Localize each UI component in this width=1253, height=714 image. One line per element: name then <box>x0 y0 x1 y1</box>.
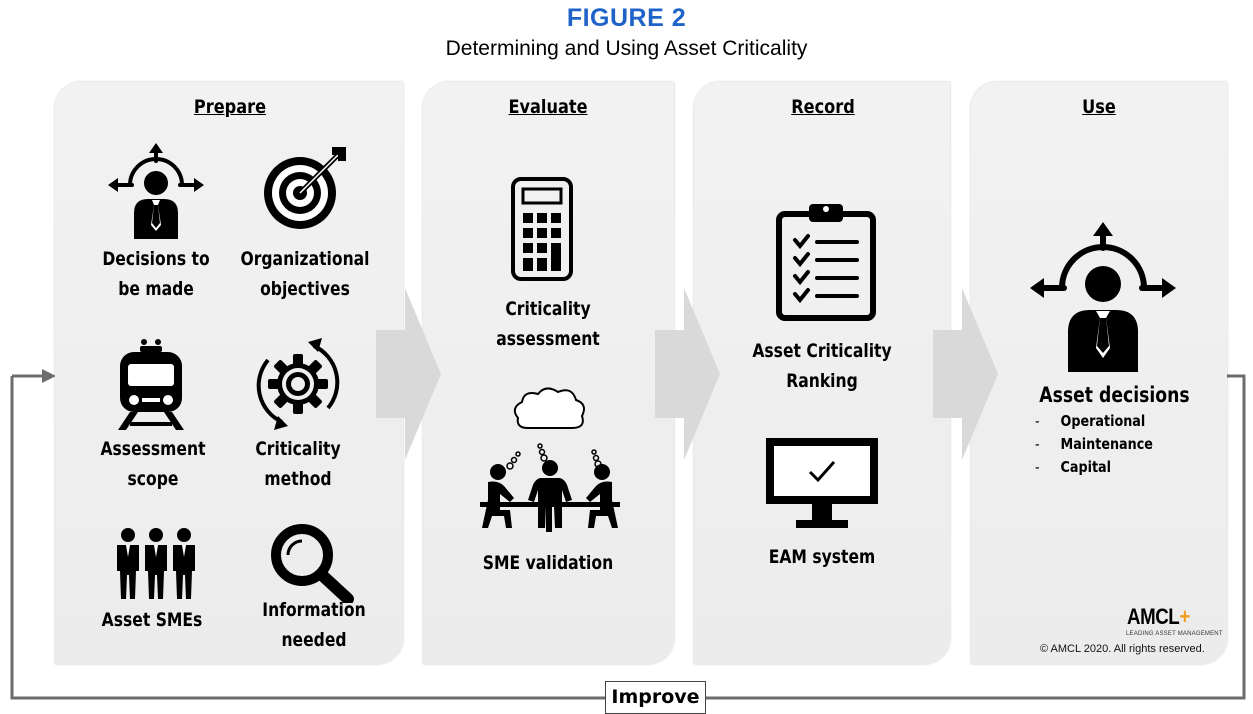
logo-plus-icon: + <box>1179 604 1190 629</box>
prepare-heading: Prepare <box>193 96 267 118</box>
group-people-icon <box>117 528 195 599</box>
figure-title: FIGURE 2 <box>566 4 687 32</box>
prepare-panel <box>55 82 403 664</box>
use-list-item-capital: -Capital <box>1035 458 1112 476</box>
figure-subtitle: Determining and Using Asset Criticality <box>445 37 808 60</box>
train-icon <box>118 339 184 430</box>
monitor-check-icon <box>766 438 878 528</box>
calculator-icon <box>511 177 573 281</box>
use-person-decision-arrows-icon <box>1030 222 1176 372</box>
copyright-text: © AMCL 2020. All rights reserved. <box>1040 643 1205 655</box>
logo-tagline: LEADING ASSET MANAGEMENT <box>1126 631 1223 637</box>
flow-arrow-1 <box>376 288 441 460</box>
evaluate-heading: Evaluate <box>508 96 588 118</box>
use-decision-list: -Operational -Maintenance -Capital <box>1035 410 1153 479</box>
magnifier-icon <box>271 524 354 603</box>
evaluate-item-sme-label: SME validation <box>482 552 614 574</box>
use-asset-decisions-title: Asset decisions <box>1039 383 1190 407</box>
gear-cycle-icon <box>256 338 340 430</box>
record-item-eam-label: EAM system <box>768 546 876 568</box>
clipboard-checklist-icon <box>776 204 876 321</box>
flow-arrow-3 <box>933 288 998 460</box>
use-panel <box>971 82 1227 664</box>
prepare-item-smes-label: Asset SMEs <box>101 609 203 631</box>
record-panel <box>694 82 950 664</box>
team-meeting-icon <box>480 387 620 532</box>
use-heading: Use <box>1082 96 1116 118</box>
use-list-item-maintenance: -Maintenance <box>1035 435 1153 453</box>
person-decision-arrows-icon <box>108 143 204 239</box>
improve-label: Improve <box>605 681 706 714</box>
target-dart-icon <box>264 147 346 229</box>
amcl-logo: AMCL+ <box>1127 604 1190 629</box>
use-list-item-operational: -Operational <box>1035 412 1146 430</box>
record-heading: Record <box>791 96 855 118</box>
flow-arrow-2 <box>655 288 720 460</box>
